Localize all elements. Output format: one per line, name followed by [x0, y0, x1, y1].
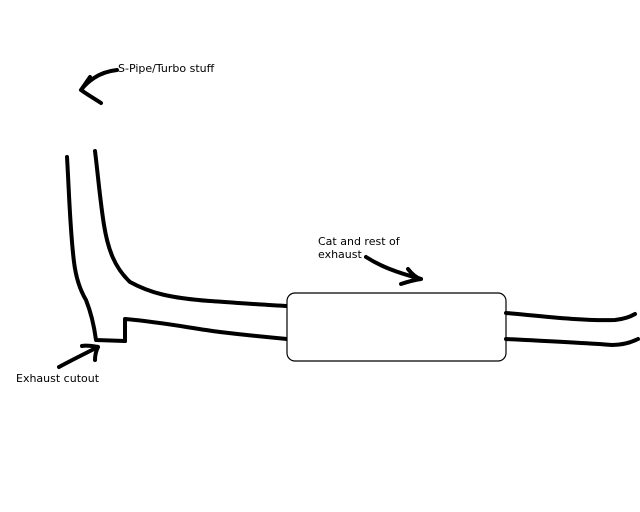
pipe-outer-wall — [65, 155, 127, 343]
cat-arrow — [364, 255, 423, 286]
cutout-arrow — [57, 343, 100, 369]
exhaust-pipe-top — [504, 311, 637, 323]
exhaust-pipe-bottom — [504, 337, 640, 347]
spipe-label: S-Pipe/Turbo stuff — [118, 62, 215, 75]
pipe-inner-wall — [93, 149, 289, 308]
exhaust-cutout-label: Exhaust cutout — [16, 372, 100, 385]
cutout-right-wall — [123, 317, 289, 343]
catalytic-converter-box — [286, 292, 507, 362]
spipe-arrow — [79, 68, 119, 105]
cat-label: Cat and rest of exhaust — [318, 235, 400, 261]
